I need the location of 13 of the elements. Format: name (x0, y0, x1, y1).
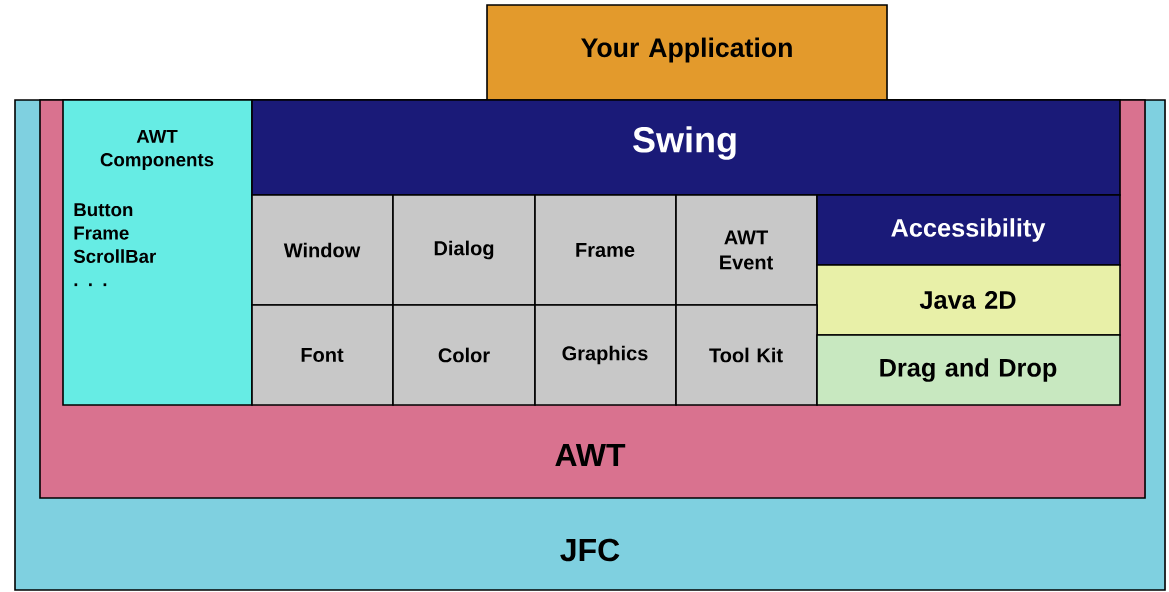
module-cell: Font (251, 304, 394, 406)
java2d-bar: Java 2D (816, 264, 1121, 336)
module-cell: Tool Kit (675, 304, 818, 406)
module-cell: Dialog (392, 194, 536, 306)
drag-drop-bar: Drag and Drop (816, 334, 1121, 406)
components-panel: AWT Components Button Frame ScrollBar . . . (62, 99, 253, 406)
module-cell: Graphics (534, 304, 677, 406)
accessibility-bar: Accessibility (816, 194, 1121, 266)
module-cell: AWT Event (675, 194, 818, 306)
module-cell: Window (251, 194, 394, 306)
module-cell: Frame (534, 194, 677, 306)
application-box: Your Application (486, 4, 888, 101)
module-cell: Color (392, 304, 536, 406)
